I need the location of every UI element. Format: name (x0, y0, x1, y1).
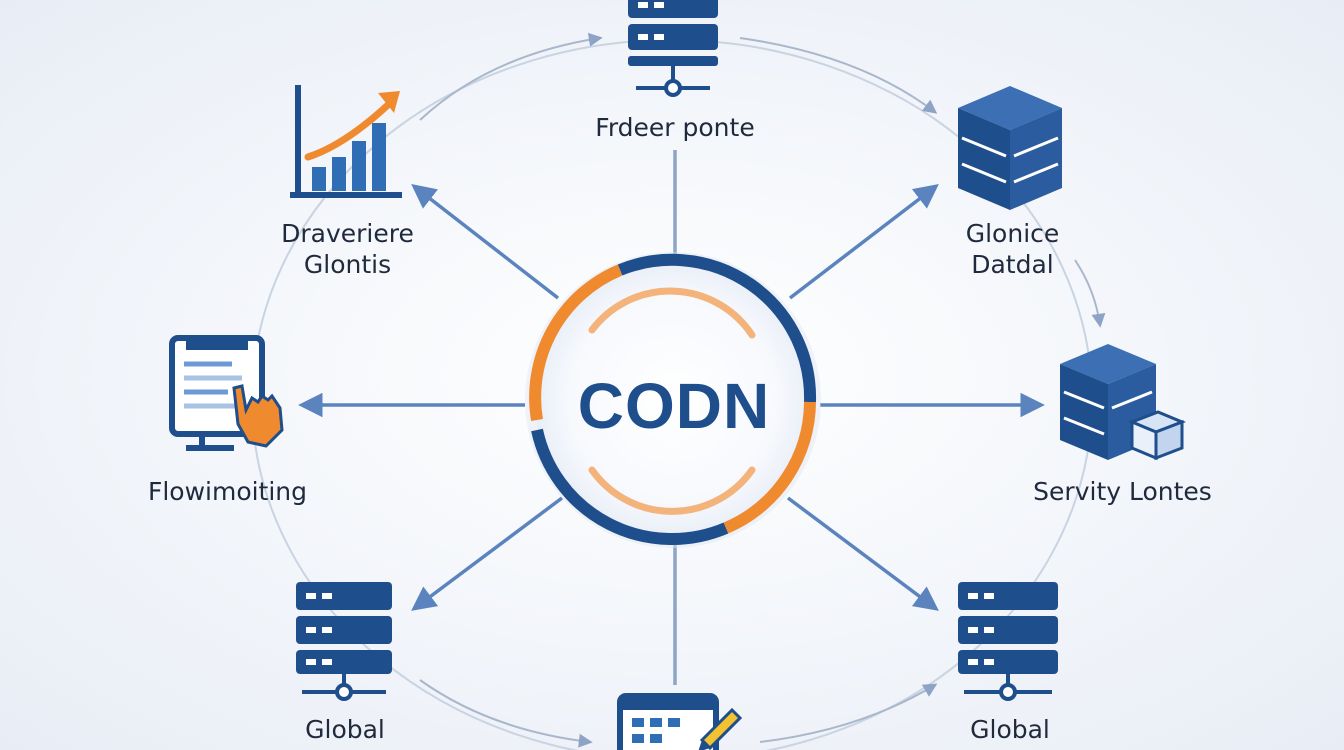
spoke-top-left (411, 183, 560, 300)
node-label-top-right-line1: Glonice (965, 219, 1060, 248)
server-icon (296, 582, 392, 701)
node-label-left: Flowimoiting (147, 477, 308, 506)
node-label-top-left-line2: Glontis (303, 250, 392, 279)
node-label-top-right-line2: Datdal (971, 250, 1054, 279)
server-icon (628, 0, 718, 97)
spoke-bottom-left (411, 496, 564, 611)
hub-label: CODN (577, 370, 771, 442)
calendar-pencil-icon (617, 693, 743, 750)
database-cube-icon (1060, 344, 1187, 461)
spoke-top-right (788, 184, 939, 300)
orbit-arrows (419, 32, 1106, 748)
node-label-bottom-left: Global (305, 715, 385, 744)
monitor-hand-icon (169, 335, 284, 451)
node-label-top-left-line1: Draveriere (281, 219, 414, 248)
spokes (298, 150, 1045, 685)
spoke-bottom-right (786, 496, 939, 611)
database-cube-icon (958, 86, 1062, 210)
node-label-bottom-right: Global (970, 715, 1050, 744)
hub (525, 252, 821, 548)
bar-chart-icon (290, 85, 402, 198)
node-label-top-left: Draveriere Glontis (240, 218, 455, 280)
node-label-top-right: Glonice Datdal (930, 218, 1095, 280)
node-label-right: Servity Lontes (1033, 477, 1212, 506)
server-icon (958, 582, 1058, 701)
node-label-top: Frdeer ponte (595, 113, 755, 142)
